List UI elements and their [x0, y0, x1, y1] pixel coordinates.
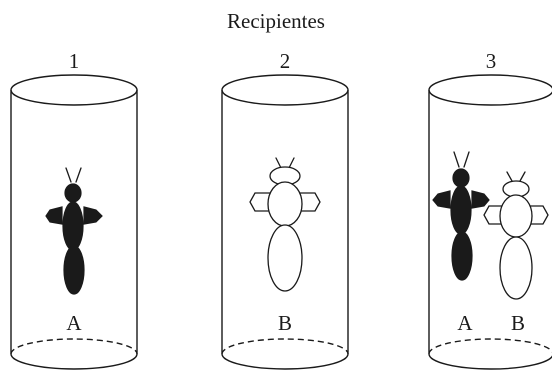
container-1-bottom-back [10, 338, 138, 355]
container-2: 2 B [221, 49, 349, 370]
container-1: 1 A [10, 49, 138, 370]
insect-b-abdomen [499, 236, 533, 300]
insect-b-antenna-left [275, 157, 282, 169]
container-2-label-b: B [278, 311, 292, 335]
insect-b-antenna-right [288, 157, 295, 169]
container-1-top-rim [10, 74, 138, 106]
container-1-number: 1 [69, 49, 80, 73]
insect-b-antenna-right [519, 171, 526, 182]
insect-a-wing-left [45, 206, 63, 225]
container-1-label-a: A [66, 311, 82, 335]
container-2-bottom-front [221, 353, 349, 370]
container-3: 3 A B [428, 49, 552, 370]
insect-a-abdomen [63, 245, 85, 295]
insect-b-abdomen [267, 224, 303, 292]
container-2-top-rim [221, 74, 349, 106]
insect-b-antenna-left [506, 171, 513, 182]
insect-a-icon [45, 167, 103, 295]
container-1-bottom-front [10, 353, 138, 370]
diagram-title: Recipientes [227, 9, 325, 33]
insect-a-abdomen [451, 231, 473, 281]
container-2-number: 2 [280, 49, 291, 73]
insect-a-thorax [62, 201, 84, 251]
insect-a-antenna-right [75, 167, 82, 183]
container-3-top-rim [428, 74, 552, 106]
container-2-bottom-back [221, 338, 349, 355]
container-3-label-b: B [511, 311, 525, 335]
container-3-bottom-back [428, 338, 552, 355]
container-3-bottom-front [428, 353, 552, 370]
insect-a-thorax [450, 185, 472, 235]
insect-a-head [64, 183, 82, 203]
insect-a-antenna-right [463, 151, 470, 168]
insect-a-wing-right [83, 206, 103, 225]
insect-a-wing-left [432, 190, 451, 209]
insect-b-thorax [267, 181, 303, 227]
insect-a-antenna-left [65, 167, 72, 183]
insect-b-icon [483, 171, 549, 300]
insect-a-head [452, 168, 470, 188]
insect-a-antenna-left [453, 151, 460, 168]
insect-b-thorax [499, 194, 533, 238]
insect-b-icon [249, 157, 321, 292]
container-3-label-a: A [457, 311, 473, 335]
container-3-number: 3 [486, 49, 497, 73]
insect-a-wing-right [471, 190, 490, 209]
insect-a-icon [432, 151, 490, 281]
